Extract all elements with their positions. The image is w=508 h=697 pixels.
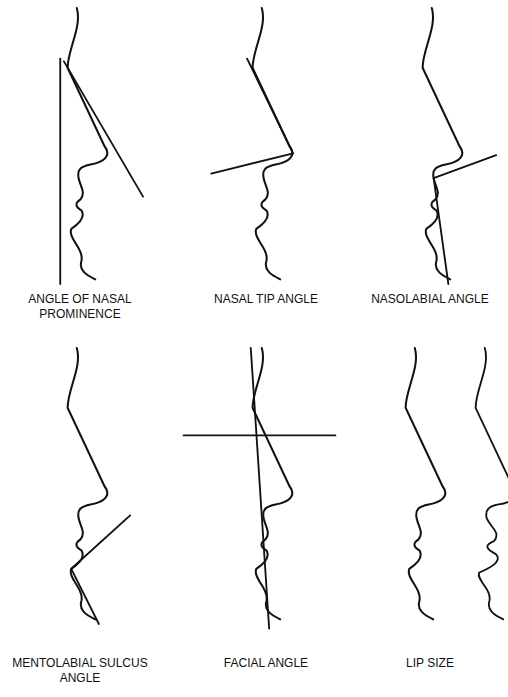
- lip-size-profile: [476, 348, 508, 619]
- figure-caption: FACIAL ANGLE: [191, 656, 341, 671]
- nasolabial-profile: [423, 8, 497, 284]
- figure-caption: ANGLE OF NASAL PROMINENCE: [5, 292, 155, 322]
- figure-caption: NASOLABIAL ANGLE: [355, 292, 505, 307]
- nasal-prominence-profile: [60, 8, 143, 284]
- lip-size-profile: [406, 348, 446, 619]
- figure-caption: NASAL TIP ANGLE: [191, 292, 341, 307]
- mentolabial-profile: [68, 348, 131, 624]
- nasal-tip-profile: [211, 8, 293, 279]
- figure-caption: MENTOLABIAL SULCUS ANGLE: [5, 656, 155, 686]
- figure-caption: LIP SIZE: [355, 656, 505, 671]
- facial-angle-profile: [184, 348, 336, 629]
